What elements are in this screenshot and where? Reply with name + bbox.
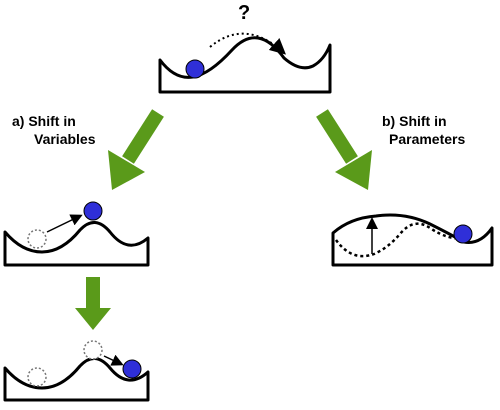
- label-shift-parameters: b) Shift in Parameters: [382, 112, 465, 148]
- ghost-ball-bottom-left: [27, 367, 47, 387]
- label-shift-parameters-line1: b) Shift in: [382, 113, 447, 129]
- landscape-initial: [158, 32, 332, 94]
- landscape-parameter-shift-old-curve: [334, 222, 463, 258]
- landscape-variable-shift-curve: [3, 221, 150, 267]
- label-shift-parameters-line2: Parameters: [389, 131, 466, 147]
- arrow-bottom: [103, 354, 124, 366]
- landscape-variable-shift-result: [3, 340, 150, 402]
- ball-b: [453, 224, 473, 244]
- green-arrow-left: [108, 109, 164, 190]
- dotted-jump-arrow: [209, 32, 286, 55]
- green-arrow-right: [316, 109, 372, 190]
- label-shift-variables-line1: a) Shift in: [12, 113, 76, 129]
- label-shift-variables: a) Shift in Variables: [12, 112, 96, 148]
- landscape-variable-shift-result-curve: [3, 357, 150, 402]
- landscape-parameter-shift: [331, 213, 494, 267]
- ball-bottom: [122, 359, 142, 379]
- green-arrow-down: [75, 277, 111, 330]
- ball-initial: [185, 59, 205, 79]
- question-mark: ?: [238, 2, 251, 24]
- ghost-ball-bottom-peak: [83, 340, 103, 360]
- arrow-a: [46, 214, 83, 233]
- label-shift-variables-line2: Variables: [34, 131, 96, 147]
- landscape-initial-curve: [158, 36, 332, 94]
- landscape-variable-shift: [3, 201, 150, 267]
- ghost-ball-a: [27, 229, 47, 249]
- ball-a: [83, 201, 103, 221]
